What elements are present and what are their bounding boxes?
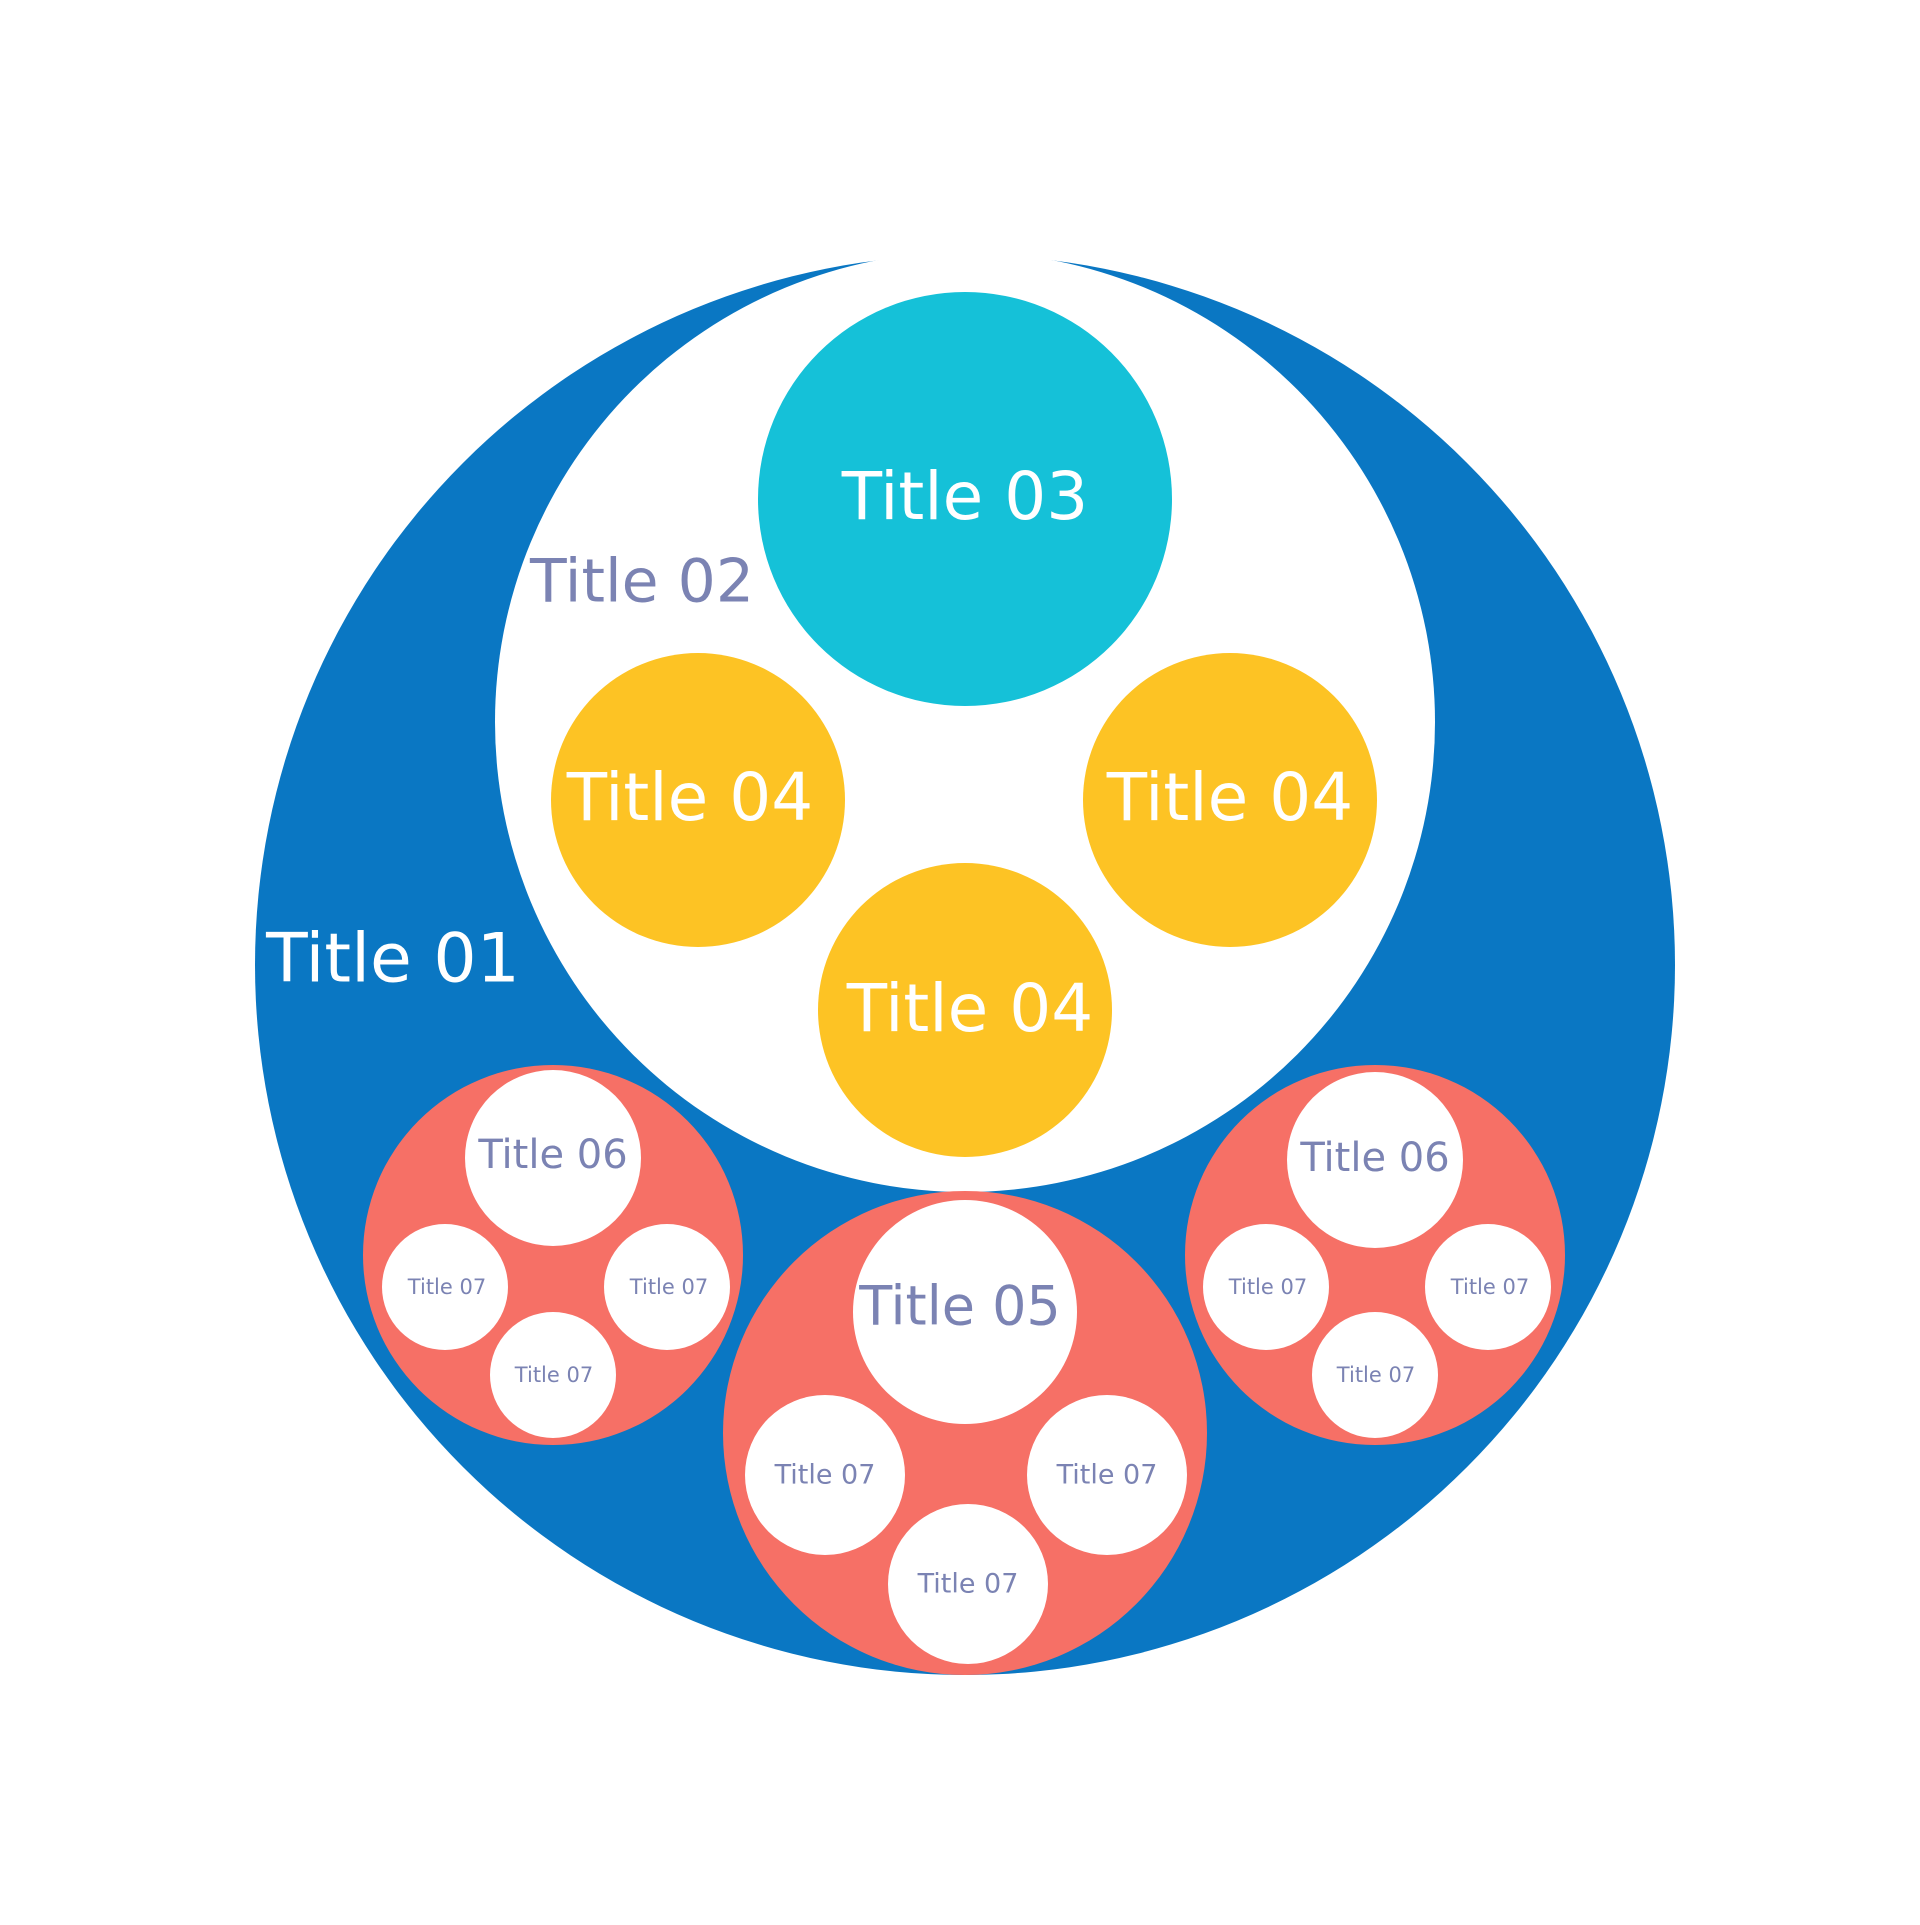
label-title02: Title 02: [529, 547, 754, 617]
label-title07-right-a: Title 07: [1228, 1275, 1307, 1299]
circle-title04-bottom: [818, 863, 1112, 1157]
label-title04-right: Title 04: [1106, 759, 1353, 836]
circle-title07-left-a: [382, 1224, 508, 1350]
label-title07-center-c: Title 07: [917, 1569, 1019, 1600]
circle-title07-center-a: [745, 1395, 905, 1555]
cluster-center: [723, 1191, 1207, 1675]
circle-title07-left-c: [490, 1312, 616, 1438]
label-title05: Title 05: [858, 1275, 1061, 1338]
label-title07-center-a: Title 07: [774, 1460, 876, 1491]
circle-title07-right-c: [1312, 1312, 1438, 1438]
cluster-left: [363, 1065, 743, 1445]
circle-title04-left: [551, 653, 845, 947]
label-title07-right-b: Title 07: [1450, 1275, 1529, 1299]
circle-title04-right: [1083, 653, 1377, 947]
label-title04-bottom: Title 04: [846, 970, 1093, 1047]
circle-title07-left-b: [604, 1224, 730, 1350]
label-title07-right-c: Title 07: [1336, 1363, 1415, 1387]
circle-title07-right-a: [1203, 1224, 1329, 1350]
circle-title03: [758, 292, 1172, 706]
label-title04-left: Title 04: [566, 759, 813, 836]
label-title06-left: Title 06: [477, 1132, 627, 1178]
label-title07-center-b: Title 07: [1056, 1460, 1158, 1491]
label-title06-right: Title 06: [1299, 1135, 1449, 1181]
cluster-right: [1185, 1065, 1565, 1445]
circle-title06-right: [1287, 1072, 1463, 1248]
circle-title07-center-c: [888, 1504, 1048, 1664]
circle-title07-center-b: [1027, 1395, 1187, 1555]
circle-title07-right-b: [1425, 1224, 1551, 1350]
label-title07-left-c: Title 07: [514, 1363, 593, 1387]
label-title07-left-b: Title 07: [629, 1275, 708, 1299]
label-title07-left-a: Title 07: [407, 1275, 486, 1299]
inner-disc-title02: [495, 252, 1435, 1192]
circle-title06-left: [465, 1070, 641, 1246]
label-title01: Title 01: [265, 920, 520, 999]
label-title03: Title 03: [841, 458, 1088, 535]
circle-title05: [853, 1200, 1077, 1424]
